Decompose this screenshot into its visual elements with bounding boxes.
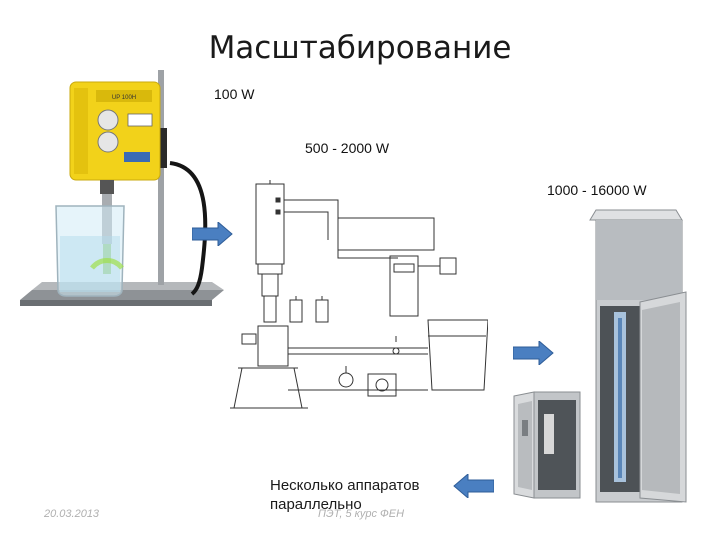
lab-sonicator-image: UP 100H	[20, 70, 224, 306]
industrial-cabinet-image	[513, 209, 687, 503]
arrow-right-icon	[513, 341, 554, 365]
power-label-100w: 100 W	[214, 86, 255, 102]
power-label-500-2000w: 500 - 2000 W	[305, 140, 390, 156]
slide-title: Масштабирование	[208, 30, 512, 66]
caption-line-2: параллельно	[270, 496, 362, 513]
footer-date: 20.03.2013	[44, 508, 100, 520]
footer-author: ПЭТ, 5 курс ФЕН	[318, 508, 405, 520]
power-label-1000-16000w: 1000 - 16000 W	[547, 182, 647, 198]
arrow-right-icon	[192, 222, 233, 246]
parallel-units-caption: Несколько аппаратов параллельно	[270, 476, 420, 514]
process-schematic-diagram	[230, 180, 488, 409]
device-model-label: UP 100H	[112, 95, 136, 101]
arrow-left-icon	[453, 474, 494, 498]
caption-line-1: Несколько аппаратов	[270, 477, 420, 494]
